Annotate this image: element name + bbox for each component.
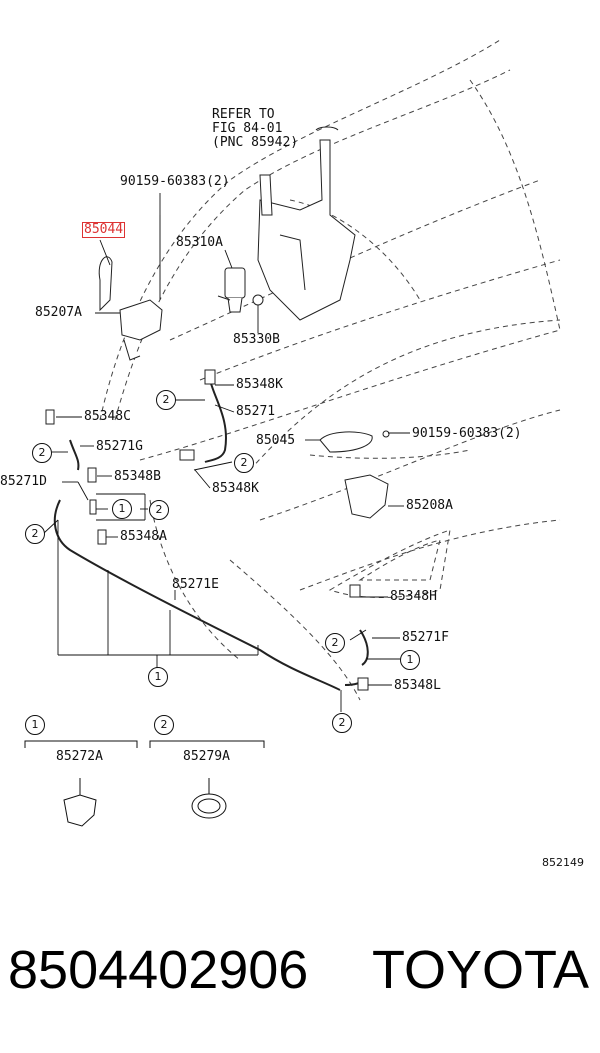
callout-2-f: 2 xyxy=(325,633,345,653)
hoses xyxy=(53,379,369,691)
legend-part-2[interactable]: 85279A xyxy=(183,749,230,764)
part-footer: 8504402906 TOYOTA xyxy=(0,930,600,1010)
label-hose-f[interactable]: 85271F xyxy=(402,630,449,645)
washer-tank xyxy=(257,126,356,321)
callout-2-c: 2 xyxy=(234,453,254,473)
washer-motor xyxy=(217,267,264,313)
callout-2-e: 2 xyxy=(25,524,45,544)
leader-lines xyxy=(43,193,410,712)
label-bolt-top[interactable]: 90159-60383(2) xyxy=(120,174,230,189)
label-nozzle-l[interactable]: 85348L xyxy=(394,678,441,693)
legend-clamp-icons xyxy=(63,778,227,827)
part-number: 8504402906 xyxy=(8,940,309,1000)
callout-1-c: 1 xyxy=(148,667,168,687)
legend-part-1[interactable]: 85272A xyxy=(56,749,103,764)
nozzles xyxy=(45,369,369,691)
label-nozzle-k1[interactable]: 85348K xyxy=(236,377,283,392)
legend-marker-1: 1 xyxy=(25,715,45,735)
diagram-drawing xyxy=(24,39,561,827)
refer-note-line-1: REFER TO xyxy=(212,107,275,122)
label-hose-271[interactable]: 85271 xyxy=(236,404,276,419)
label-grommet[interactable]: 85330B xyxy=(233,332,280,347)
callout-2-b: 2 xyxy=(32,443,52,463)
refer-note-line-3: (PNC 85942) xyxy=(212,135,299,150)
label-hose-d[interactable]: 85271D xyxy=(0,474,47,489)
right-brackets xyxy=(319,430,390,519)
headlamp-cleaner-bracket xyxy=(98,215,163,361)
label-nozzle-k2[interactable]: 85348K xyxy=(212,481,259,496)
label-nozzle-h[interactable]: 85348H xyxy=(390,589,437,604)
label-bracket-85045[interactable]: 85045 xyxy=(256,433,296,448)
callout-2-d: 2 xyxy=(149,500,169,520)
callout-2-a: 2 xyxy=(156,390,176,410)
label-bracket-left[interactable]: 85207A xyxy=(35,305,82,320)
label-nozzle-a[interactable]: 85348A xyxy=(120,529,167,544)
label-hose-g[interactable]: 85271G xyxy=(96,439,143,454)
parts-diagram: REFER TO FIG 84-01 (PNC 85942) 90159-603… xyxy=(0,39,584,869)
label-motor[interactable]: 85310A xyxy=(176,235,223,250)
callout-1-b: 1 xyxy=(400,650,420,670)
callout-2-g: 2 xyxy=(332,713,352,733)
label-bolt-right[interactable]: 90159-60383(2) xyxy=(412,426,522,441)
car-body-outline xyxy=(99,39,561,701)
legend-marker-2: 2 xyxy=(154,715,174,735)
legend-brackets xyxy=(24,740,265,748)
label-highlighted-part[interactable]: 85044 xyxy=(82,222,126,238)
refer-note-line-2: FIG 84-01 xyxy=(212,121,283,136)
label-bracket-208[interactable]: 85208A xyxy=(406,498,453,513)
label-nozzle-b[interactable]: 85348B xyxy=(114,469,161,484)
label-nozzle-c[interactable]: 85348C xyxy=(84,409,131,424)
label-hose-e[interactable]: 85271E xyxy=(172,577,219,592)
brand-name: TOYOTA xyxy=(372,940,590,1000)
callout-1-a: 1 xyxy=(112,499,132,519)
diagram-id: 852149 xyxy=(542,856,584,869)
